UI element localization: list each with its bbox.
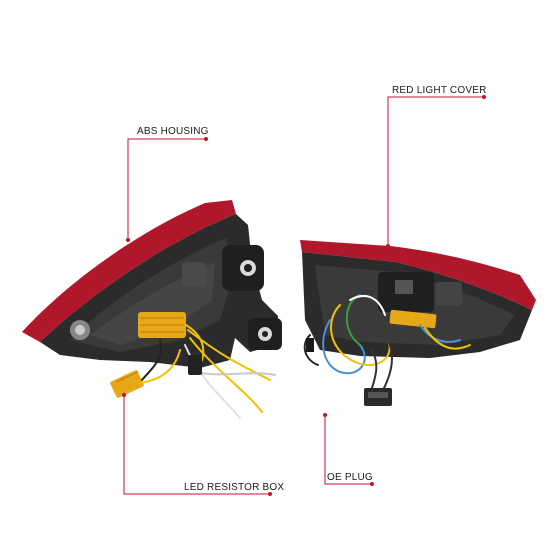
left-lens-edge bbox=[22, 200, 236, 342]
right-resistor-box bbox=[389, 309, 437, 329]
callout-label-abs-housing: ABS HOUSING bbox=[137, 126, 209, 137]
left-resistor-box bbox=[138, 312, 186, 338]
callout-line-led-resistor-box bbox=[123, 395, 270, 495]
callout-line-oe-plug bbox=[324, 415, 372, 485]
left-wire-harness bbox=[139, 324, 276, 419]
callout-line-red-light-cover bbox=[387, 96, 484, 246]
left-tail-light bbox=[22, 200, 282, 419]
right-tail-light bbox=[300, 240, 536, 406]
callout-label-red-light-cover: RED LIGHT COVER bbox=[392, 85, 487, 96]
oe-plug bbox=[364, 388, 392, 406]
right-lens-edge bbox=[300, 240, 536, 310]
right-wire-harness bbox=[303, 294, 471, 389]
callout-line-abs-housing bbox=[127, 138, 206, 240]
callout-lines bbox=[123, 96, 484, 495]
callout-label-led-resistor-box: LED RESISTOR BOX bbox=[184, 482, 285, 493]
callout-label-oe-plug: OE PLUG bbox=[327, 472, 373, 483]
left-resistor-box-small bbox=[110, 370, 144, 398]
callout-dots bbox=[122, 95, 486, 496]
